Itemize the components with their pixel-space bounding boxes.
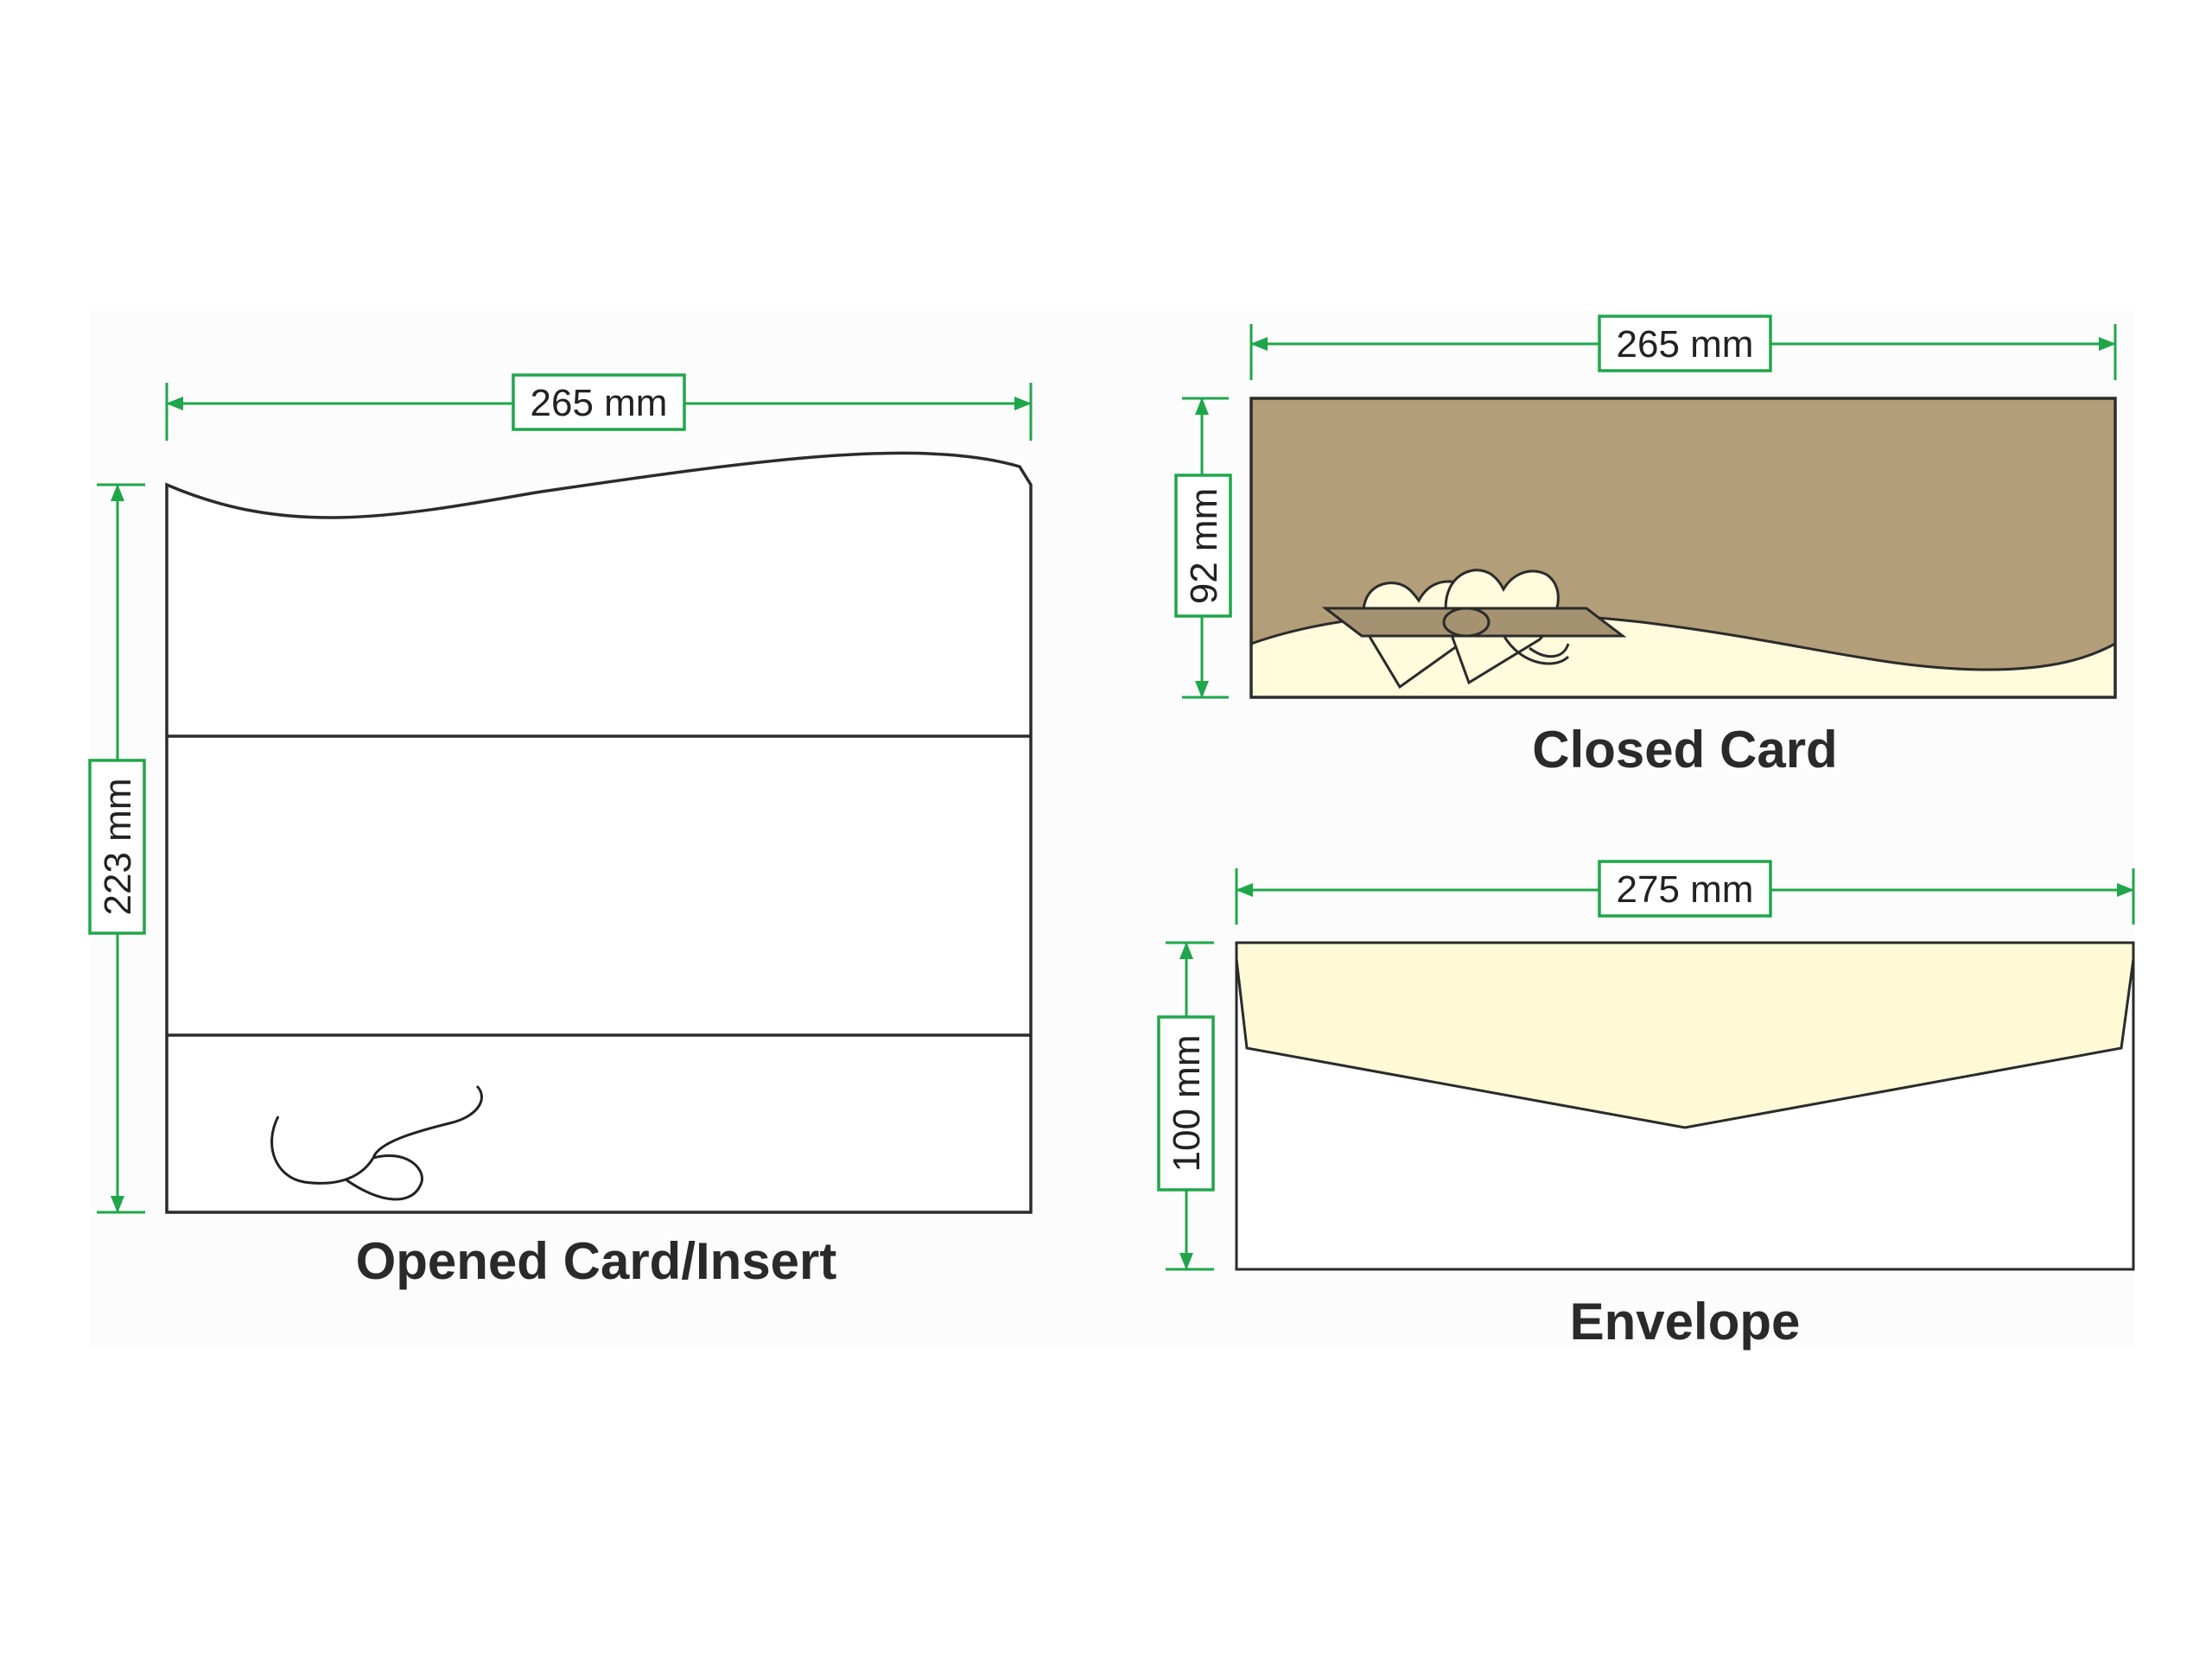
ribbon-tail-icon bbox=[1502, 634, 1570, 665]
opened-card-caption: Opened Card/Insert bbox=[356, 1232, 837, 1290]
opened-card-width-label: 265 mm bbox=[531, 382, 668, 424]
closed-card-width-label-box bbox=[1598, 315, 1772, 372]
opened-card-width-label-box bbox=[512, 373, 686, 431]
opened-card-outline bbox=[165, 451, 1033, 1214]
opened-card-height-label: 223 mm bbox=[97, 779, 139, 916]
closed-card-caption: Closed Card bbox=[1532, 721, 1837, 779]
closed-card-outline bbox=[1249, 397, 2117, 699]
ribbon-knot-icon bbox=[1442, 607, 1491, 638]
envelope-height-label-box bbox=[1157, 1015, 1215, 1192]
closed-card-width-label: 265 mm bbox=[1617, 323, 1754, 365]
envelope-caption: Envelope bbox=[1570, 1293, 1801, 1351]
closed-card-height-label: 92 mm bbox=[1183, 488, 1225, 604]
opened-card: 265 mm 223 mm Opened Card/Insert bbox=[88, 373, 1033, 1290]
envelope-flap bbox=[1235, 941, 2135, 1129]
envelope-height-label: 100 mm bbox=[1166, 1035, 1208, 1173]
envelope: 275 mm 100 mm Envelope bbox=[1157, 860, 2135, 1351]
heart-slit-line bbox=[270, 1084, 483, 1201]
closed-card: 265 mm 92 mm Closed Card bbox=[1174, 315, 2117, 779]
closed-card-height-label-box bbox=[1174, 474, 1232, 618]
envelope-width-label: 275 mm bbox=[1617, 868, 1754, 911]
opened-card-height-label-box bbox=[88, 759, 146, 935]
envelope-width-label-box bbox=[1598, 860, 1772, 918]
